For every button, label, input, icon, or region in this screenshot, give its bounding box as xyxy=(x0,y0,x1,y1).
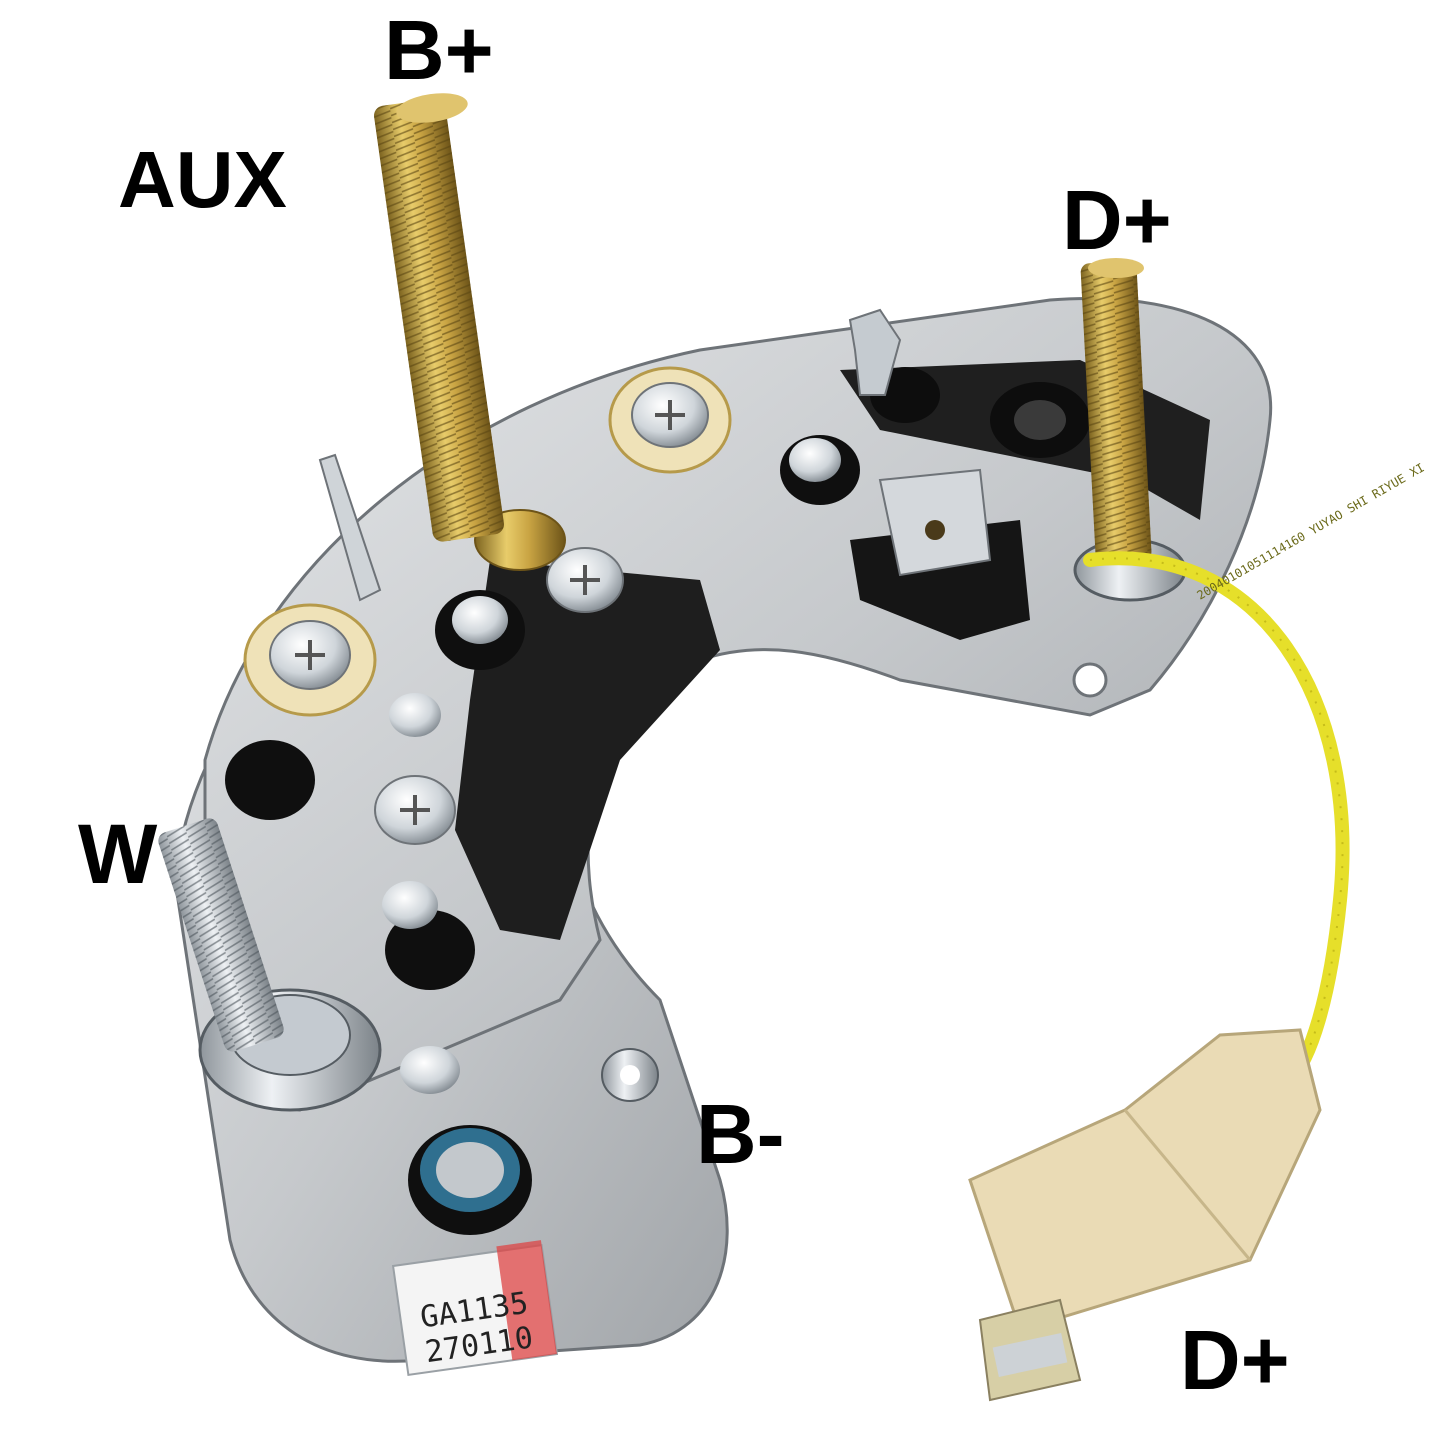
aux-terminal-tab xyxy=(318,453,382,602)
screw-washers xyxy=(243,366,732,845)
label-d-plus-stud: D+ xyxy=(1062,173,1172,267)
label-b-plus: B+ xyxy=(384,3,494,97)
label-b-minus: B- xyxy=(696,1087,785,1181)
label-aux: AUX xyxy=(118,135,287,224)
part-tag-sticker: GA1135 270110 xyxy=(391,1240,559,1377)
b-plus-stud xyxy=(374,93,504,542)
d-plus-connector xyxy=(968,1028,1322,1402)
d-plus-stud xyxy=(1080,258,1152,563)
w-stud xyxy=(158,818,284,1052)
insulator-block-center xyxy=(455,560,720,940)
label-w: W xyxy=(78,807,158,901)
label-d-plus-connector: D+ xyxy=(1180,1313,1290,1407)
